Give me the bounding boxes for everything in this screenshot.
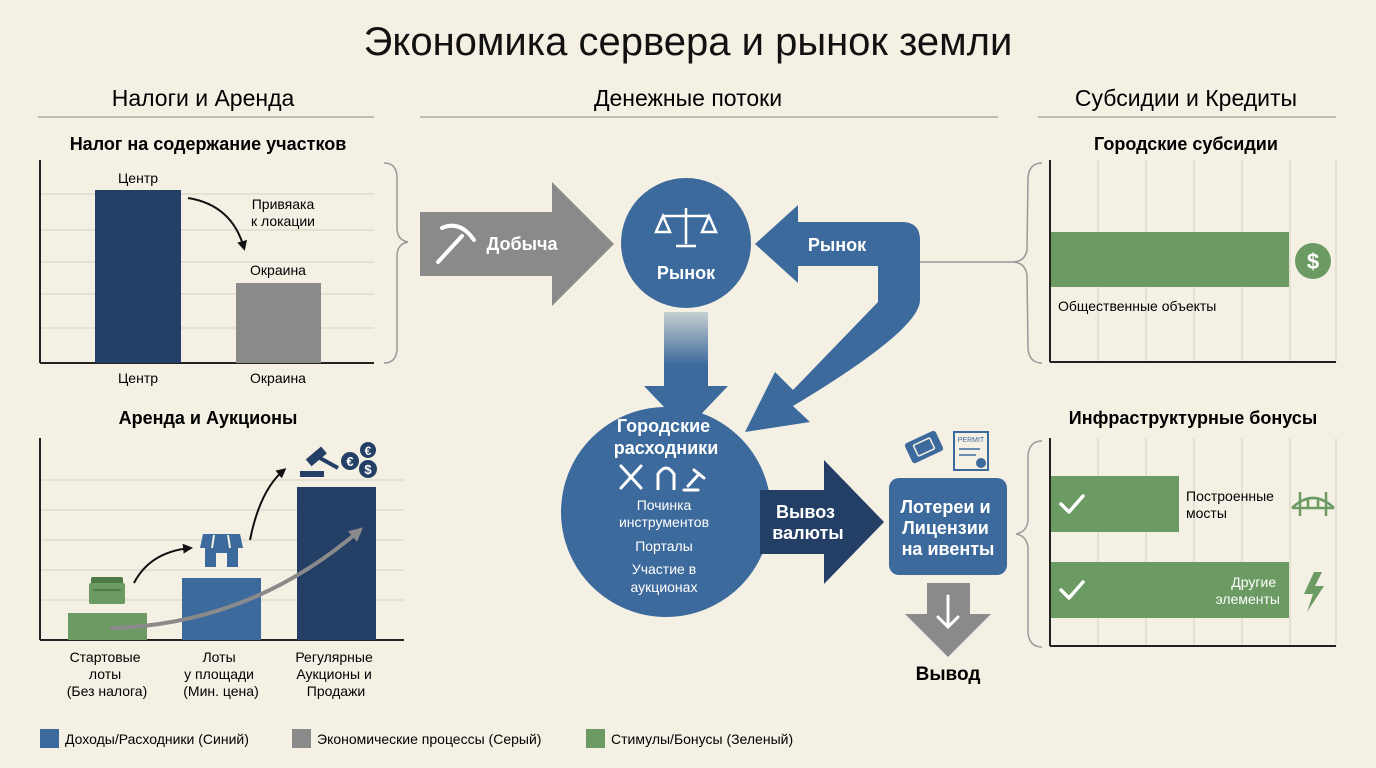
- portal-icon: [656, 466, 676, 490]
- svg-text:Починка: Починка: [637, 497, 692, 513]
- tax-annotation-arrow: [187, 197, 247, 251]
- dollar-coin-icon: $: [359, 460, 377, 478]
- tax-bar-outskirts-label: Окраина: [250, 262, 306, 278]
- city-expenses-items: Починка инструментов Порталы Участие в а…: [619, 497, 709, 595]
- city-subsidies-title: Городские субсидии: [1094, 134, 1278, 154]
- arrow-down-icon: [936, 594, 960, 630]
- permit-icon: PERMIT: [953, 431, 989, 471]
- center-section-heading: Денежные потоки: [594, 85, 782, 111]
- rent-step-arrow-1: [133, 543, 193, 584]
- tax-x-label-center: Центр: [118, 370, 158, 386]
- svg-text:Участие в: Участие в: [632, 561, 696, 577]
- rent-step-arrow-2: [249, 468, 287, 541]
- city-expenses-node: [561, 407, 771, 617]
- legend-swatch-green: [586, 729, 605, 748]
- tools-icon: [619, 464, 643, 490]
- page-title: Экономика сервера и рынок земли: [364, 20, 1013, 64]
- subsidies-connector: [920, 162, 1043, 364]
- rent-trend-arrow: [109, 527, 364, 630]
- market-arrow-label: Рынок: [808, 235, 867, 255]
- money-icon: [89, 577, 125, 604]
- tax-annotation-line2: к локации: [251, 213, 315, 229]
- rent-bar-auctions: [297, 487, 376, 640]
- pickaxe-icon: [436, 223, 476, 264]
- subsidies-bar-label: Общественные объекты: [1058, 298, 1216, 314]
- euro-coin-icon: €: [360, 442, 376, 458]
- market-node-label: Рынок: [657, 263, 716, 283]
- lottery-node: [889, 478, 1007, 575]
- infra-other-label: Другие элементы: [1216, 574, 1280, 607]
- svg-text:аукционах: аукционах: [631, 579, 698, 595]
- ticket-icon: [904, 430, 944, 464]
- tax-chart-title: Налог на содержание участков: [70, 134, 347, 154]
- rent-cat-starter: Стартовые лоты (Без налога): [67, 649, 148, 699]
- export-arrow: [760, 460, 884, 584]
- infra-title: Инфраструктурные бонусы: [1069, 408, 1317, 428]
- left-section-heading: Налоги и Аренда: [112, 85, 295, 111]
- legend-swatch-blue: [40, 729, 59, 748]
- dollar-icon: $: [1295, 243, 1331, 279]
- bridge-icon: [1291, 492, 1335, 516]
- scales-icon: [654, 208, 718, 248]
- lightning-icon: [1304, 572, 1324, 612]
- infra-bar-bridges: [1051, 476, 1179, 532]
- check-icon: [1059, 494, 1085, 514]
- svg-text:€: €: [365, 444, 372, 458]
- tax-chart-gridlines: [40, 193, 374, 329]
- legend-label-blue: Доходы/Расходники (Синий): [65, 731, 249, 747]
- tax-bar-center-label: Центр: [118, 170, 158, 186]
- tax-bracket: [383, 162, 409, 364]
- tax-bar-center: [95, 190, 181, 363]
- legend-label-green: Стимулы/Бонусы (Зеленый): [611, 731, 793, 747]
- subsidies-bar: [1051, 232, 1289, 287]
- gavel-icon: [300, 446, 339, 477]
- legend-swatch-gray: [292, 729, 311, 748]
- export-label: Вывоз валюты: [772, 502, 843, 543]
- market-to-city-arrow: [644, 312, 728, 430]
- check-icon: [1059, 580, 1085, 600]
- svg-text:$: $: [364, 462, 372, 477]
- svg-text:PERMIT: PERMIT: [958, 437, 985, 444]
- market-loop-arrow: [745, 205, 920, 432]
- svg-text:€: €: [346, 454, 353, 469]
- infra-bar-other: [1051, 562, 1289, 618]
- right-section-heading: Субсидии и Кредиты: [1075, 85, 1297, 111]
- infra-bracket: [1015, 440, 1043, 648]
- rent-cat-auctions: Регулярные Аукционы и Продажи: [295, 649, 376, 699]
- output-label: Вывод: [916, 664, 981, 685]
- legend: Доходы/Расходники (Синий) Экономические …: [40, 729, 793, 748]
- tax-x-label-outskirts: Окраина: [250, 370, 306, 386]
- legend-label-gray: Экономические процессы (Серый): [317, 731, 541, 747]
- infra-bridges-label: Построенные мосты: [1186, 488, 1278, 521]
- shop-icon: [200, 534, 243, 567]
- euro-coin-icon: €: [341, 452, 359, 470]
- svg-text:Порталы: Порталы: [635, 538, 693, 554]
- tax-bar-outskirts: [236, 283, 321, 363]
- mining-label: Добыча: [487, 234, 559, 254]
- lottery-label: Лотереи и Лицензии на ивенты: [900, 497, 995, 559]
- city-expenses-title: Городские расходники: [614, 416, 719, 458]
- rent-cat-plaza: Лоты у площади (Мин. цена): [183, 649, 258, 699]
- mining-arrow: [420, 182, 614, 306]
- tax-annotation-line1: Привяака: [252, 196, 315, 212]
- svg-text:$: $: [1307, 249, 1319, 274]
- gavel-icon: [682, 468, 706, 492]
- rent-chart-title: Аренда и Аукционы: [119, 408, 298, 428]
- svg-text:инструментов: инструментов: [619, 514, 709, 530]
